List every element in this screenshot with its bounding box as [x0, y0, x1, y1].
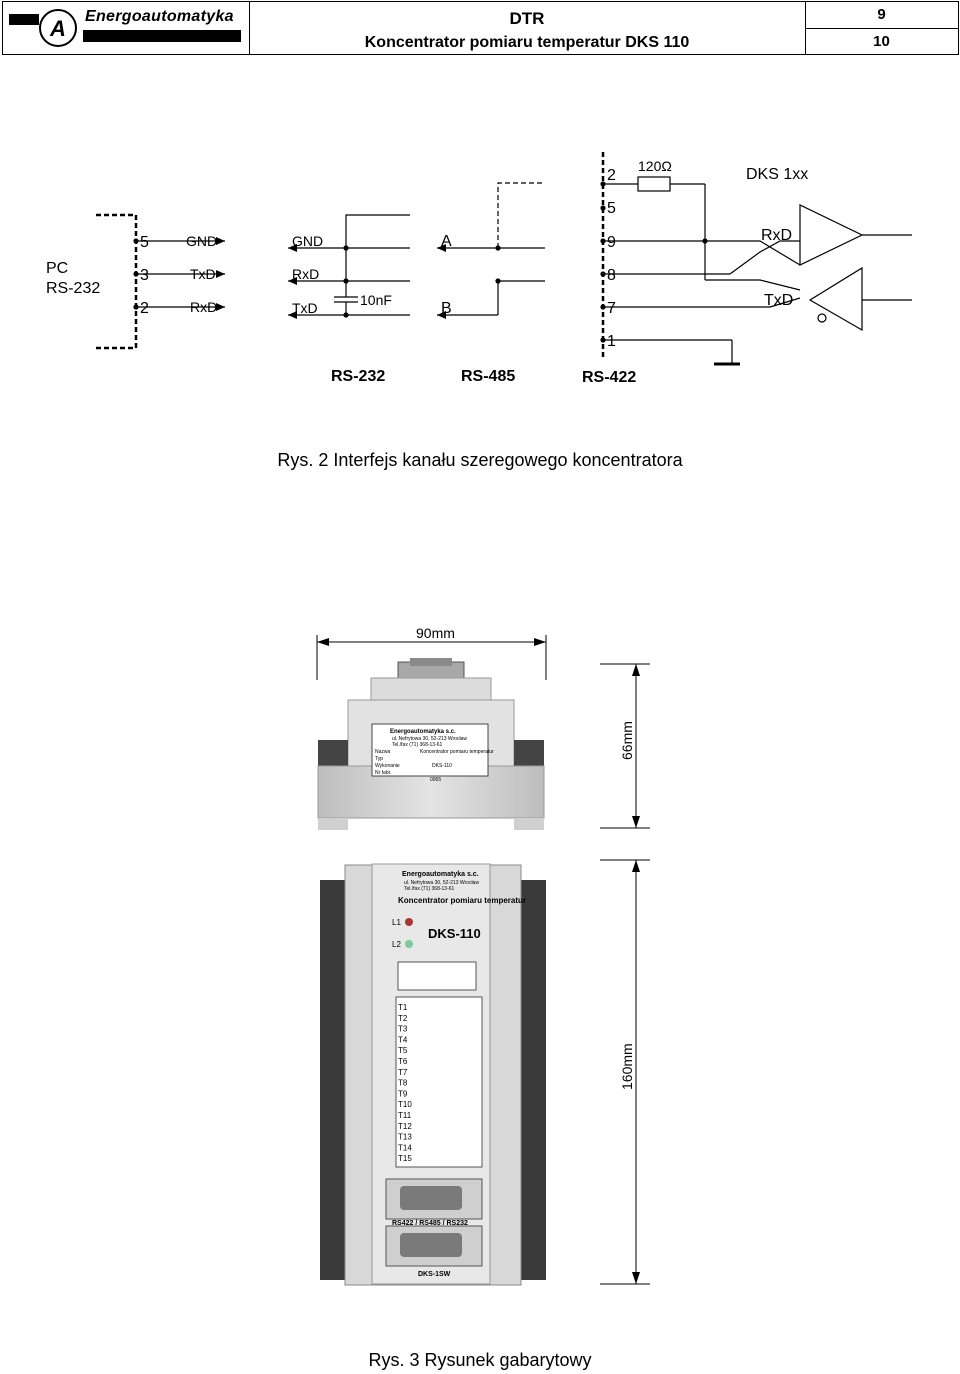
channel-label: T13	[398, 1133, 412, 1142]
pin-right-1: 2	[607, 167, 616, 184]
front-label-phone: Tel./fax (71) 368-13-61	[404, 886, 455, 892]
width-dimension: 90mm	[416, 625, 455, 641]
pc-label: PC	[46, 260, 68, 277]
device-side-view	[317, 658, 545, 830]
pin-right-5: 7	[607, 300, 616, 317]
channel-label: T4	[398, 1035, 408, 1044]
side-label-company: Energoautomatyka s.c.	[390, 729, 456, 735]
signal-mid-2: RxD	[292, 266, 319, 282]
pin-left-2: 3	[140, 267, 149, 284]
signal-mid-3: TxD	[292, 300, 318, 316]
bus-label-rs422: RS-422	[582, 369, 636, 386]
channel-label: T12	[398, 1122, 412, 1131]
resistor-label: 120Ω	[638, 158, 672, 174]
page-total: 10	[873, 33, 890, 50]
front-model: DKS-110	[428, 926, 481, 941]
figure-caption-3: Rys. 3 Rysunek gabarytowy	[368, 1350, 592, 1370]
signal-left-2: TxD	[190, 266, 216, 282]
led1-label: L1	[392, 918, 401, 927]
figure-caption-2: Rys. 2 Interfejs kanału szeregowego konc…	[277, 450, 683, 470]
channel-label: T8	[398, 1079, 408, 1088]
bus-label-rs485: RS-485	[461, 368, 515, 385]
pin-left-1: 5	[140, 234, 149, 251]
side-label-phone: Tel./fax (71) 368-13-61	[392, 742, 443, 748]
side-label-val-1: Koncentrator pomiaru temperatur	[420, 749, 494, 755]
title-cell: DTR Koncentrator pomiaru temperatur DKS …	[249, 2, 806, 54]
side-label-row-3: Wykonanie	[375, 763, 400, 769]
channel-label: T2	[398, 1014, 408, 1023]
txd-label: TxD	[764, 292, 793, 309]
page-header: A Energoautomatyka DTR Koncentrator pomi…	[2, 1, 959, 55]
rxd-label: RxD	[761, 227, 792, 244]
led2-label: L2	[392, 940, 401, 949]
front-title: Koncentrator pomiaru temperatur	[398, 896, 526, 905]
connector2-label: DKS-1SW	[418, 1271, 451, 1278]
front-label-address: ul. Nefrytowa 30, 52-213 Wrocław	[404, 880, 479, 886]
channel-label: T6	[398, 1057, 408, 1066]
channel-label: T3	[398, 1025, 408, 1034]
length-dimension: 160mm	[619, 1043, 635, 1090]
capacitor-label: 10nF	[360, 292, 392, 308]
brand-name: Energoautomatyka	[85, 8, 234, 25]
side-label-row-2: Typ	[375, 756, 383, 762]
page-current: 9	[805, 2, 958, 29]
doc-type: DTR	[509, 9, 545, 28]
pc-port-label: RS-232	[46, 280, 100, 297]
logo-cell: A Energoautomatyka	[3, 2, 250, 54]
rs485-b-label: B	[441, 300, 452, 317]
pin-right-2: 5	[607, 200, 616, 217]
pin-right-4: 8	[607, 267, 616, 284]
pin-right-3: 9	[607, 234, 616, 251]
signal-left-3: RxD	[190, 299, 217, 315]
connector1-label: RS422 / RS485 / RS232	[392, 1220, 468, 1227]
signal-mid-1: GND	[292, 233, 323, 249]
rs485-a-label: A	[441, 233, 452, 250]
company-logo: A	[39, 9, 77, 47]
channel-label: T10	[398, 1100, 412, 1109]
logo-bar-bottom	[83, 30, 241, 42]
channel-label: T7	[398, 1068, 408, 1077]
channel-label: T9	[398, 1089, 408, 1098]
device-top-view	[320, 863, 546, 1286]
channel-label: T11	[398, 1111, 412, 1120]
device-label: DKS 1xx	[746, 166, 808, 183]
signal-left-1: GND	[186, 233, 217, 249]
logo-bar-top	[9, 14, 39, 25]
pin-right-6: 1	[607, 333, 616, 350]
front-label-company: Energoautomatyka s.c.	[402, 871, 479, 878]
channel-label: T1	[398, 1003, 408, 1012]
pin-left-3: 2	[140, 300, 149, 317]
bus-label-rs232: RS-232	[331, 368, 385, 385]
side-label-val-2: DKS-110	[432, 763, 452, 769]
side-label-address: ul. Nefrytowa 30, 52-213 Wrocław	[392, 736, 467, 742]
side-label-row-4: Nr fabr.	[375, 770, 391, 776]
doc-title: Koncentrator pomiaru temperatur DKS 110	[364, 34, 690, 51]
channel-label: T5	[398, 1046, 408, 1055]
channel-label: T15	[398, 1154, 412, 1163]
height-dimension: 66mm	[619, 721, 635, 760]
side-label-val-4: 0065	[430, 777, 441, 783]
logo-letter: A	[50, 16, 66, 41]
dimension-drawing: 90mm 66mm 160mm Energoautomatyka s.c. ul…	[316, 625, 650, 1286]
page-number-cell: 9 10	[805, 2, 958, 54]
serial-interface-diagram: PC RS-232 5 3 2 GND TxD RxD GND RxD TxD …	[46, 152, 912, 386]
side-label-row-1: Nazwa	[375, 749, 391, 755]
channel-label: T14	[398, 1143, 412, 1152]
